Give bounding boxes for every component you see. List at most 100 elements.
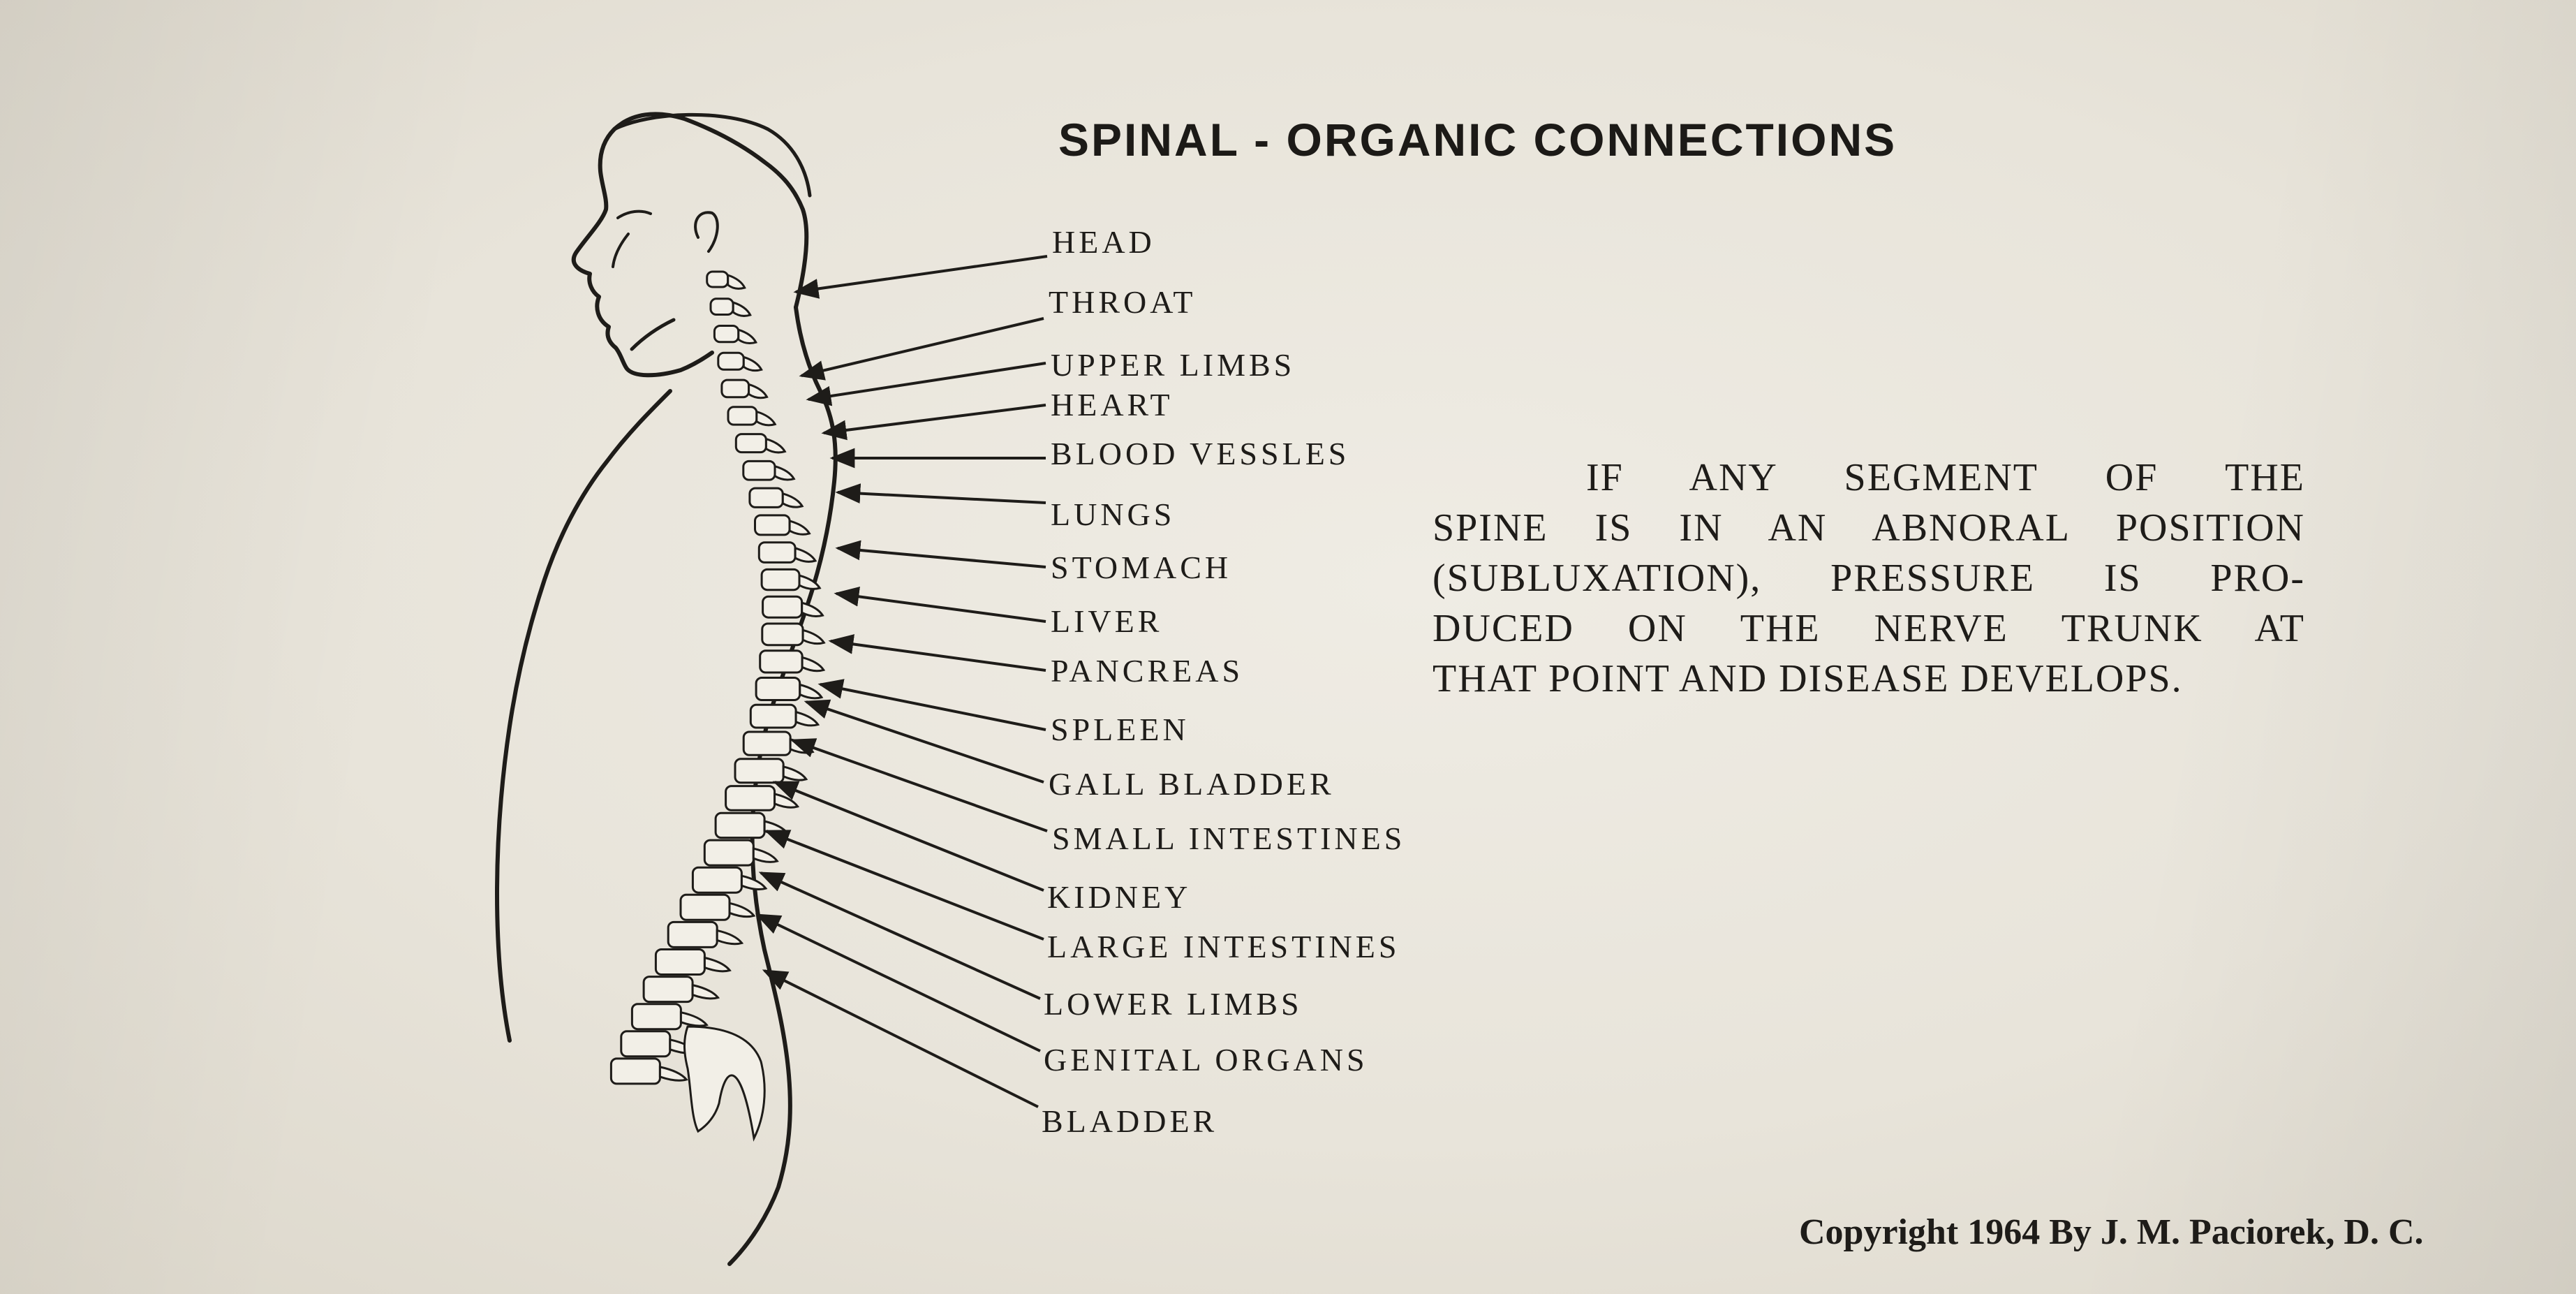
spinous-process	[691, 983, 720, 1000]
vertebra	[703, 839, 755, 867]
spinous-process	[752, 847, 779, 863]
vertebra	[667, 920, 718, 948]
spinous-process	[742, 355, 763, 372]
vertebra	[742, 730, 792, 756]
organ-label: STOMACH	[1051, 550, 1232, 585]
shoulder-line	[630, 318, 676, 351]
organ-arrow	[821, 404, 1046, 441]
organ-arrow	[835, 483, 1046, 504]
vertebra	[734, 433, 767, 454]
vertebra	[734, 758, 785, 784]
vertebra	[717, 351, 745, 371]
organ-label: LUNGS	[1051, 497, 1176, 532]
vertebra	[761, 622, 804, 647]
note-line: DUCED ON THE NERVE TRUNK AT	[1433, 607, 2305, 650]
eye-line	[616, 209, 652, 219]
spinous-process	[755, 410, 777, 427]
vertebra	[609, 1057, 661, 1085]
vertebra	[706, 270, 730, 288]
vertebra	[754, 514, 791, 536]
chest-outline	[495, 389, 672, 1043]
organ-arrow	[806, 362, 1046, 406]
vertebra	[679, 893, 731, 921]
organ-label: SMALL INTESTINES	[1052, 821, 1406, 856]
organ-arrow	[790, 738, 1048, 832]
organ-arrow	[834, 587, 1046, 623]
note-line: SPINE IS IN AN ABNORAL POSITION	[1433, 506, 2305, 550]
organ-label: BLADDER	[1042, 1103, 1218, 1139]
vertebra	[727, 406, 758, 426]
spinous-process	[727, 273, 746, 290]
organ-arrow	[755, 913, 1041, 1052]
organ-arrow	[835, 540, 1046, 568]
organ-arrow	[758, 872, 1041, 1000]
organ-arrow	[804, 699, 1044, 784]
spinous-process	[798, 574, 822, 590]
organ-label: BLOOD VESSLES	[1051, 436, 1350, 471]
organ-label: LOWER LIMBS	[1044, 986, 1303, 1022]
vertebra	[760, 568, 801, 591]
note-line: (SUBLUXATION), PRESSURE IS PRO-	[1433, 557, 2305, 600]
spinous-process	[658, 1066, 688, 1082]
vertebra	[720, 378, 750, 399]
organ-arrow	[828, 634, 1046, 672]
organ-label: LARGE INTESTINES	[1047, 929, 1400, 964]
organ-label: PANCREAS	[1051, 653, 1244, 689]
vertebra	[713, 325, 740, 344]
arrows	[755, 255, 1048, 1108]
organ-arrow	[764, 830, 1044, 941]
vertebra	[725, 785, 776, 811]
spinous-process	[716, 929, 744, 946]
spinous-process	[732, 301, 752, 317]
organ-arrow	[762, 969, 1039, 1108]
vertebra	[630, 1003, 682, 1031]
organ-arrow	[799, 317, 1044, 381]
spinous-process	[801, 656, 826, 672]
spine	[609, 270, 826, 1142]
spinous-process	[773, 464, 796, 481]
vertebra	[691, 866, 743, 894]
note-line: THAT POINT AND DISEASE DEVELOPS.	[1433, 657, 2183, 700]
spinous-process	[764, 437, 787, 454]
organ-arrow	[817, 679, 1046, 731]
organ-label: GENITAL ORGANS	[1044, 1042, 1368, 1078]
spinous-process	[788, 519, 811, 536]
vertebra	[714, 811, 766, 839]
ear-line	[694, 211, 719, 253]
organ-arrow	[793, 255, 1048, 299]
vertebra	[762, 595, 804, 619]
vertebra	[749, 703, 797, 729]
organ-label: SPLEEN	[1051, 712, 1190, 747]
spinous-process	[773, 792, 800, 809]
subluxation-note: IF ANY SEGMENT OF THE SPINE IS IN AN ABN…	[1433, 453, 2305, 704]
spinous-process	[801, 628, 826, 645]
organ-label: THROAT	[1049, 284, 1197, 320]
spinous-process	[781, 492, 804, 508]
spinous-process	[679, 1010, 709, 1027]
spinous-process	[799, 683, 824, 700]
spinous-process	[728, 902, 756, 918]
organ-label: HEAD	[1052, 224, 1155, 260]
nose-line	[612, 233, 630, 268]
copyright-notice: Copyright 1964 By J. M. Paciorek, D. C.	[1799, 1212, 2424, 1252]
vertebra	[757, 541, 797, 564]
organ-label: UPPER LIMBS	[1051, 347, 1296, 383]
vertebra	[620, 1030, 672, 1058]
vertebra	[748, 487, 784, 508]
spinous-process	[703, 956, 732, 973]
vertebra	[742, 459, 776, 481]
spinous-process	[737, 328, 757, 345]
spinous-process	[794, 710, 820, 727]
vertebra	[709, 297, 734, 316]
hair-outline	[612, 112, 812, 198]
vertebra	[642, 976, 694, 1003]
organ-label: HEART	[1051, 387, 1174, 422]
diagram-title: SPINAL - ORGANIC CONNECTIONS	[1058, 114, 1897, 166]
vertebra	[759, 649, 804, 674]
spinous-process	[782, 765, 808, 781]
sacrum	[683, 1025, 766, 1142]
organ-label: LIVER	[1051, 603, 1163, 639]
head-outline	[571, 112, 809, 378]
